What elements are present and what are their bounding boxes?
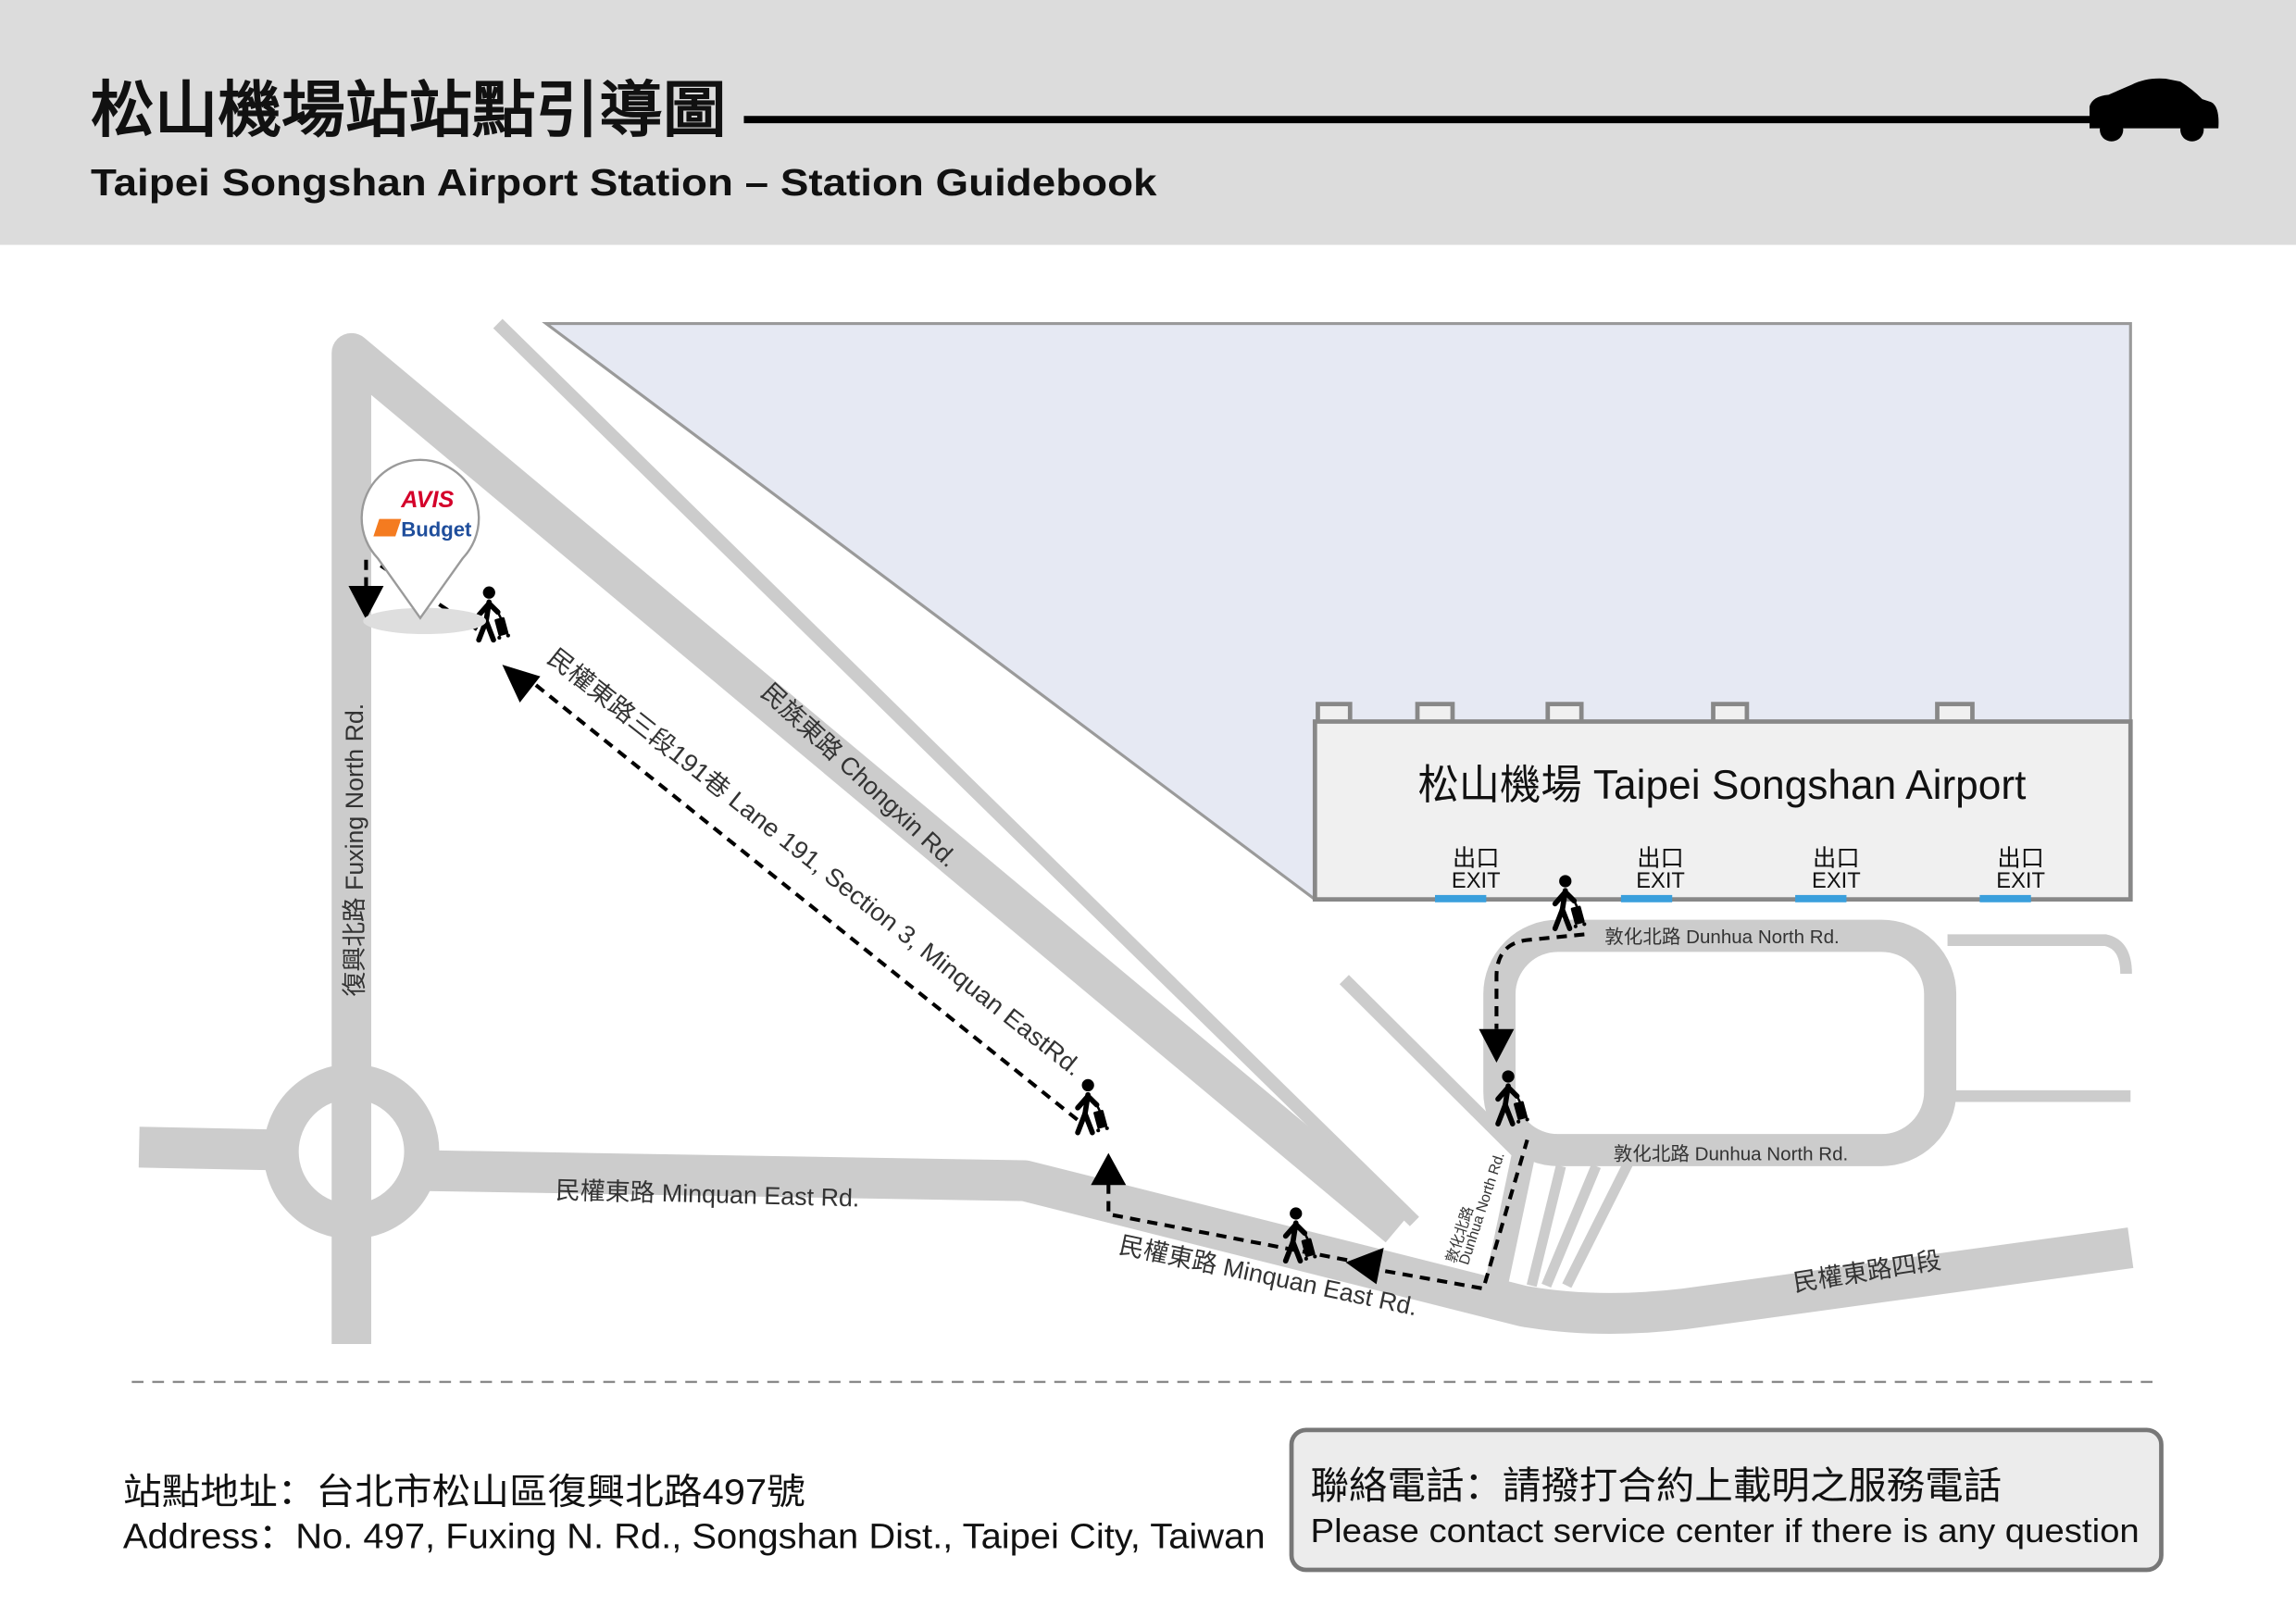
road-label-dunhua-north-top: 敦化北路 Dunhua North Rd. xyxy=(1604,927,1839,948)
station-address-zh: 站點地址：台北市松山區復興北路497號 xyxy=(123,1472,805,1512)
arrow-up-left-icon xyxy=(502,665,541,703)
exit-label-en: EXIT xyxy=(1636,869,1685,893)
road-ramp xyxy=(1541,1164,1602,1288)
arrow-left-icon xyxy=(1345,1248,1384,1285)
exit-marker: 出口 EXIT xyxy=(1435,845,1501,902)
exit-label-zh: 出口 xyxy=(1453,845,1500,871)
road-label-fuxing-north: 復興北路 Fuxing North Rd. xyxy=(341,703,368,997)
road-ramp xyxy=(1562,1161,1633,1288)
budget-logo-mark-icon xyxy=(373,518,402,537)
page-subtitle: Taipei Songshan Airport Station – Statio… xyxy=(91,161,1157,204)
road-label-dunhua-north-bottom: 敦化北路 Dunhua North Rd. xyxy=(1614,1144,1848,1165)
road-ramp xyxy=(1339,975,1522,1157)
road-label-lane191: 民權東路三段191巷 Lane 191, Section 3, Minquan … xyxy=(543,643,1088,1081)
exit-label-en: EXIT xyxy=(1996,869,2045,893)
pedestrian-with-luggage-icon xyxy=(479,587,510,641)
road-dunhua-north-loop xyxy=(1483,919,1957,1166)
road-chongxin-parallel xyxy=(493,318,1419,1226)
contact-note-en: Please contact service center if there i… xyxy=(1311,1512,2140,1550)
car-icon xyxy=(2089,78,2219,142)
exit-label-zh: 出口 xyxy=(1637,845,1684,871)
road-fuxing-north-and-chongxin xyxy=(331,332,1412,1344)
exit-label-zh: 出口 xyxy=(1997,845,2044,871)
exit-label-en: EXIT xyxy=(1452,869,1501,893)
exit-label-en: EXIT xyxy=(1812,869,1861,893)
arrow-up-icon xyxy=(1091,1152,1127,1186)
airport-label: 松山機場 Taipei Songshan Airport xyxy=(1418,763,2027,808)
page-title: 松山機場站站點引導圖 xyxy=(91,77,726,145)
location-pin-icon: AVIS Budget xyxy=(360,458,487,635)
contact-note-zh: 聯絡電話：請撥打合約上載明之服務電話 xyxy=(1311,1464,2003,1507)
pedestrian-with-luggage-icon xyxy=(1078,1079,1109,1133)
road-minquan-east-west-stub xyxy=(138,1126,286,1171)
terminal-building xyxy=(1312,702,2133,902)
station-address-en: Address：No. 497, Fuxing N. Rd., Songshan… xyxy=(123,1517,1266,1556)
contact-box: 聯絡電話：請撥打合約上載明之服務電話 Please contact servic… xyxy=(1289,1427,2164,1573)
road-dunhua-north-east-upper xyxy=(1947,934,2132,975)
exit-marker: 出口 EXIT xyxy=(1620,845,1685,902)
pin-brand-budget: Budget xyxy=(401,518,472,541)
road-ramp xyxy=(1527,1164,1566,1288)
arrow-down-icon xyxy=(348,586,384,620)
exit-marker: 出口 EXIT xyxy=(1795,845,1861,902)
exit-label-zh: 出口 xyxy=(1813,845,1860,871)
exit-marker: 出口 EXIT xyxy=(1979,845,2045,902)
arrow-down-icon xyxy=(1479,1028,1515,1064)
road-minquan-east xyxy=(418,1150,2134,1335)
pin-brand-avis: AVIS xyxy=(400,487,454,513)
